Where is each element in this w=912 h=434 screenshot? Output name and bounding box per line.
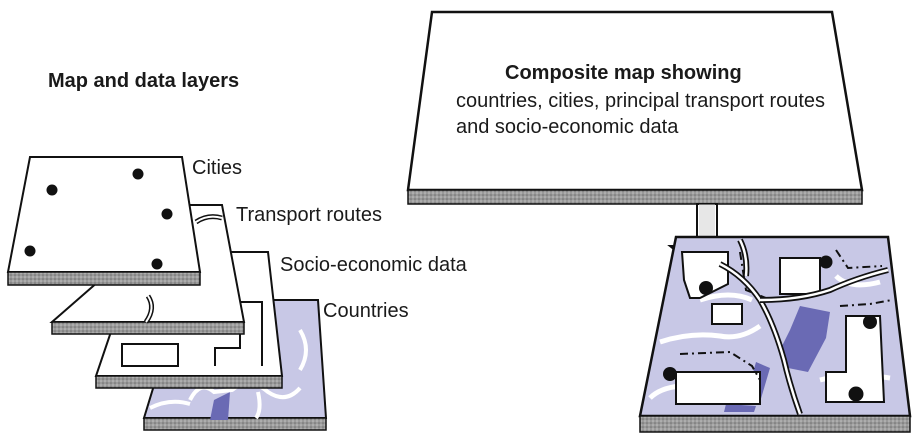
boundary-line	[839, 299, 893, 307]
country-region	[210, 392, 230, 420]
city-dot	[819, 255, 833, 269]
boundary-line	[835, 249, 883, 270]
composite-description: countries, cities, principal transport r…	[456, 90, 826, 138]
city-dot	[848, 386, 864, 402]
data-region	[675, 371, 761, 405]
city-dot	[24, 245, 36, 257]
city-dot	[132, 168, 144, 180]
city-dot	[663, 367, 677, 381]
country-border	[149, 399, 191, 410]
transport-routes-label: Transport routes	[236, 204, 382, 226]
data-region	[680, 251, 729, 299]
cities-label: Cities	[192, 157, 243, 179]
city-dot	[863, 315, 877, 329]
data-region	[121, 343, 179, 367]
city-dot	[699, 281, 713, 295]
data-region	[711, 303, 743, 325]
composite-title: Composite map showing	[505, 62, 742, 84]
city-dot	[151, 258, 163, 270]
composite-map	[638, 235, 912, 433]
countries-label: Countries	[323, 300, 409, 322]
country-border	[254, 391, 262, 420]
cities-layer	[6, 156, 202, 286]
boundary-line	[739, 251, 767, 299]
data-region	[779, 257, 821, 295]
data-region	[825, 315, 886, 403]
country-region	[724, 404, 756, 412]
composite-label-box	[406, 10, 864, 205]
socio-economic-label: Socio-economic data	[280, 254, 467, 276]
city-dot	[161, 208, 173, 220]
left-title: Map and data layers	[48, 70, 240, 92]
country-region	[780, 306, 830, 372]
boundary-line	[679, 350, 761, 381]
city-dot	[46, 184, 58, 196]
